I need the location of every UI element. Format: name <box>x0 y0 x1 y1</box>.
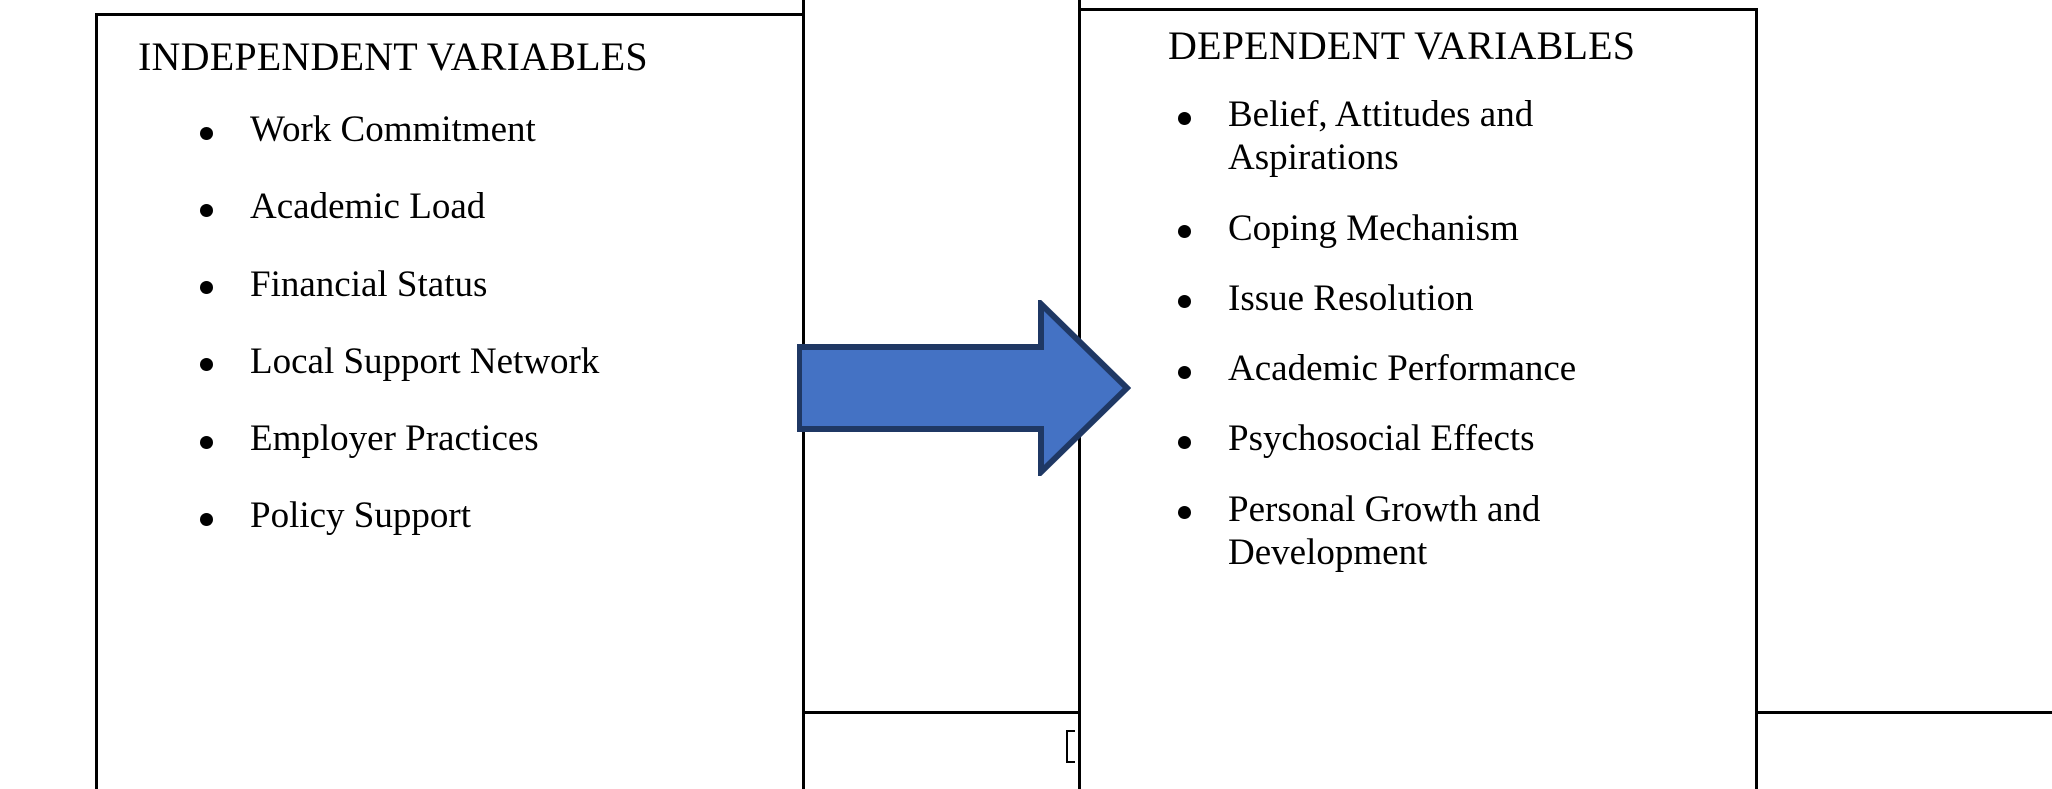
independent-variables-box: INDEPENDENT VARIABLES Work Commitment Ac… <box>95 13 805 789</box>
small-bracket-mark <box>1066 730 1075 763</box>
list-item-label: Financial Status <box>250 263 488 305</box>
bullet-icon <box>200 281 213 295</box>
list-item-label: Personal Growth and Development <box>1228 488 1541 573</box>
list-item-label: Academic Performance <box>1228 348 1577 390</box>
list-item: Local Support Network <box>188 340 599 383</box>
right-cell-divider <box>1755 711 2052 714</box>
list-item-label: Policy Support <box>250 495 471 537</box>
list-item-label: Employer Practices <box>250 418 539 460</box>
list-item: Academic Performance <box>1166 347 1676 390</box>
dependent-variables-box: DEPENDENT VARIABLES Belief, Attitudes an… <box>1078 8 1758 789</box>
bullet-icon <box>1178 435 1191 449</box>
bullet-icon <box>200 126 213 140</box>
list-item: Personal Growth and Development <box>1166 488 1676 575</box>
list-item: Belief, Attitudes and Aspirations <box>1166 93 1676 180</box>
list-item: Financial Status <box>188 263 599 306</box>
list-item: Issue Resolution <box>1166 277 1676 320</box>
list-item-label: Psychosocial Effects <box>1228 418 1535 460</box>
right-arrow-icon <box>797 300 1131 476</box>
list-item: Psychosocial Effects <box>1166 417 1676 460</box>
bullet-icon <box>1178 111 1191 125</box>
bullet-icon <box>200 203 213 217</box>
middle-cell-divider <box>802 711 1081 714</box>
list-item: Academic Load <box>188 185 599 228</box>
bullet-icon <box>200 512 213 526</box>
independent-variables-list: Work Commitment Academic Load Financial … <box>188 108 599 572</box>
bullet-icon <box>200 435 213 449</box>
list-item: Coping Mechanism <box>1166 207 1676 250</box>
bullet-icon <box>1178 365 1191 379</box>
bullet-icon <box>1178 225 1191 239</box>
bullet-icon <box>200 358 213 372</box>
list-item-label: Coping Mechanism <box>1228 207 1519 249</box>
list-item: Work Commitment <box>188 108 599 151</box>
arrow-polygon <box>797 300 1131 476</box>
list-item-label: Belief, Attitudes and Aspirations <box>1228 94 1534 179</box>
list-item: Policy Support <box>188 494 599 537</box>
list-item-label: Local Support Network <box>250 340 600 382</box>
dependent-variables-title: DEPENDENT VARIABLES <box>1168 23 1636 68</box>
bullet-icon <box>1178 295 1191 309</box>
list-item-label: Work Commitment <box>250 109 536 150</box>
list-item-label: Issue Resolution <box>1228 277 1474 319</box>
dependent-variables-list: Belief, Attitudes and Aspirations Coping… <box>1166 93 1676 601</box>
list-item: Employer Practices <box>188 417 599 460</box>
list-item-label: Academic Load <box>250 186 486 228</box>
independent-variables-title: INDEPENDENT VARIABLES <box>138 34 648 79</box>
bullet-icon <box>1178 506 1191 520</box>
